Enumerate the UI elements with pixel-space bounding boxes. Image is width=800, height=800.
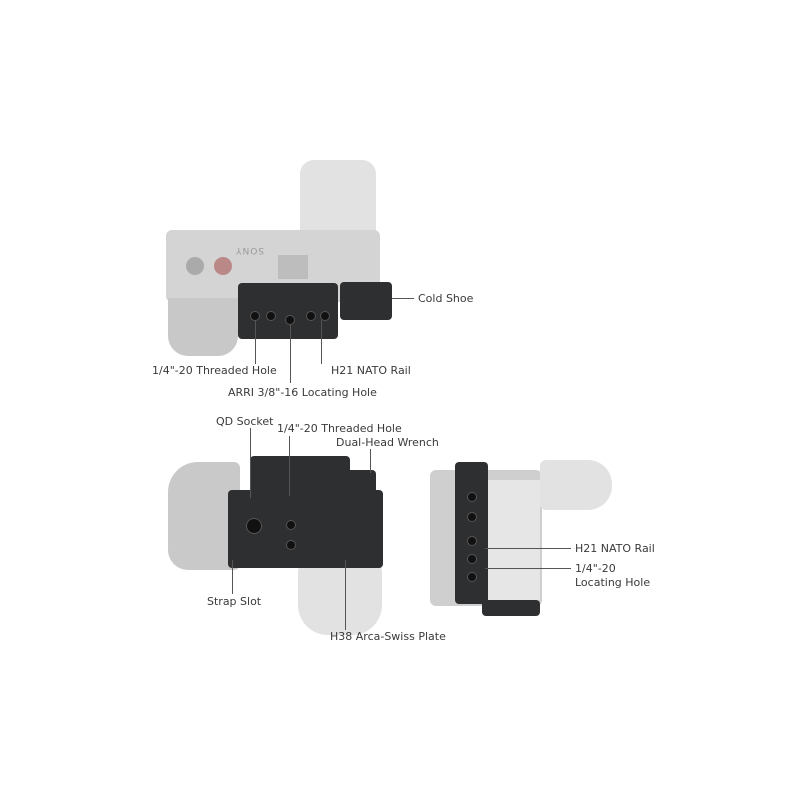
- camera-viewfinder-top: [300, 160, 376, 238]
- eyecup-bottom: [298, 565, 382, 635]
- side-cage: [455, 462, 488, 604]
- hole: [467, 572, 477, 582]
- eyepiece-side: [540, 460, 612, 510]
- brand-mark: SONY: [235, 245, 265, 255]
- hole: [467, 554, 477, 564]
- hole: [286, 520, 296, 530]
- hole: [266, 311, 276, 321]
- label-wrench: Dual-Head Wrench: [336, 436, 439, 449]
- hole: [467, 492, 477, 502]
- label-cold-shoe: Cold Shoe: [418, 292, 474, 305]
- side-base-plate: [482, 600, 540, 616]
- label-qd-socket: QD Socket: [216, 415, 274, 428]
- hole: [286, 540, 296, 550]
- label-strap-slot: Strap Slot: [207, 595, 262, 608]
- label-locating-hole-line2: Locating Hole: [575, 576, 651, 589]
- plate-top-clamp: [250, 456, 350, 492]
- label-arri-hole: ARRI 3/8"-16 Locating Hole: [228, 386, 377, 399]
- camera-grip-top: [168, 298, 238, 356]
- label-locating-hole-line1: 1/4"-20: [575, 562, 616, 575]
- side-panel: [485, 480, 540, 600]
- cold-shoe: [340, 282, 392, 320]
- hole: [467, 512, 477, 522]
- dial: [186, 257, 204, 275]
- top-handle-plate: [238, 283, 338, 339]
- label-arca-plate: H38 Arca-Swiss Plate: [330, 630, 446, 643]
- hole: [285, 315, 295, 325]
- record-button: [214, 257, 232, 275]
- top-panel: [278, 255, 308, 279]
- label-threaded-hole-top: 1/4"-20 Threaded Hole: [152, 364, 277, 377]
- arca-swiss-plate: [228, 490, 383, 568]
- label-nato-rail-top: H21 NATO Rail: [331, 364, 411, 377]
- hole: [320, 311, 330, 321]
- label-threaded-hole-bottom: 1/4"-20 Threaded Hole: [277, 422, 402, 435]
- label-nato-rail-side: H21 NATO Rail: [575, 542, 655, 555]
- qd-socket-hole: [246, 518, 262, 534]
- hole: [467, 536, 477, 546]
- dual-head-wrench: [346, 470, 376, 495]
- hole: [306, 311, 316, 321]
